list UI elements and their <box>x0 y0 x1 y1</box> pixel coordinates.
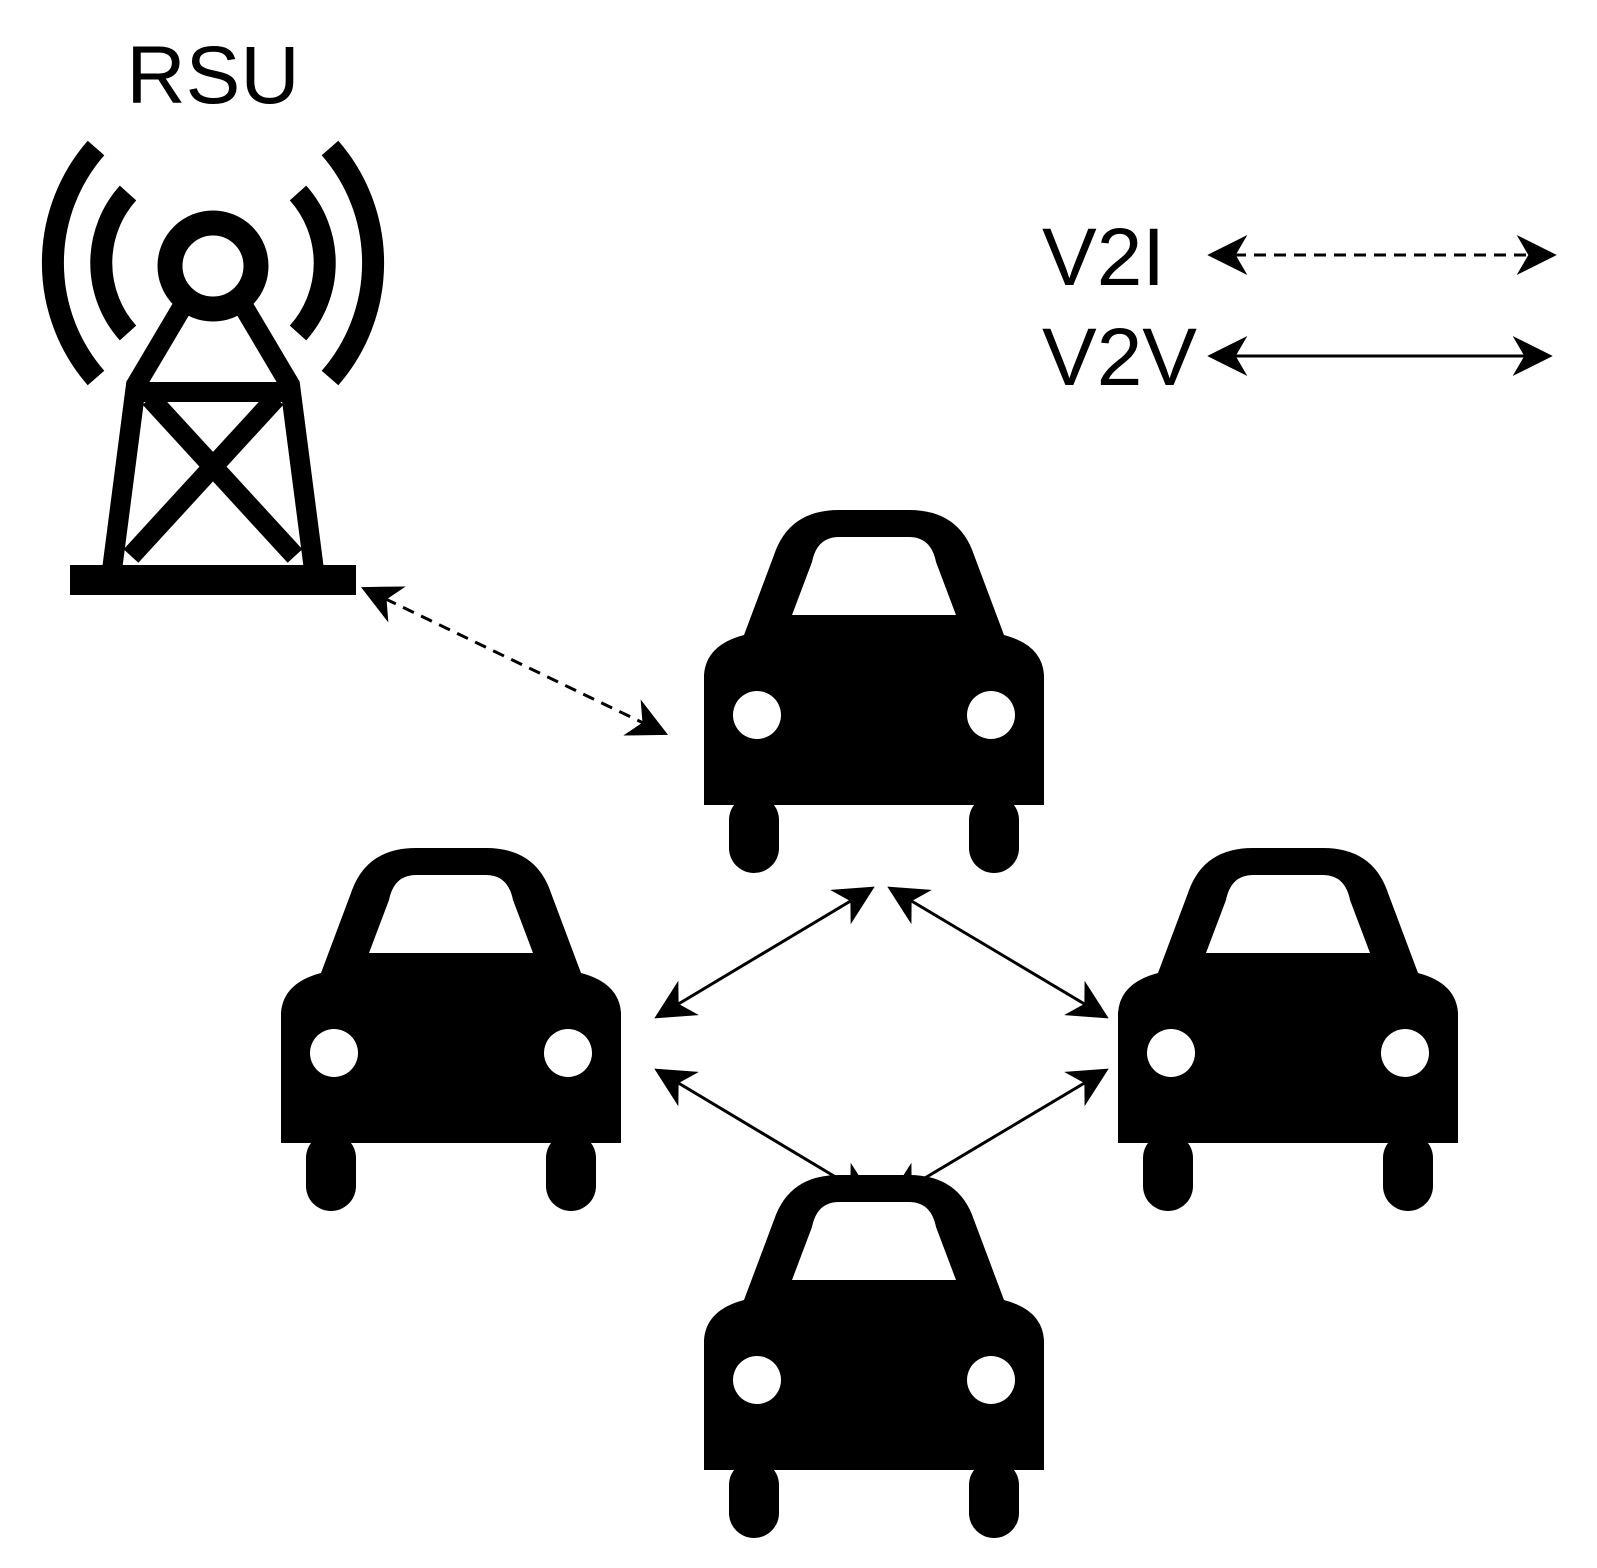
car-icon-top <box>704 510 1044 873</box>
rsu-label: RSU <box>126 30 299 121</box>
v2v-link-left-top <box>654 886 875 1019</box>
v2v-links <box>654 886 1109 1201</box>
car-icon-right <box>1118 848 1458 1211</box>
radio-tower-icon <box>41 140 385 595</box>
v2v-link-top-right <box>887 886 1109 1019</box>
car-icon-bottom <box>704 1175 1044 1538</box>
v2v-link-bottom-right <box>887 1068 1109 1201</box>
legend-v2i-label: V2I <box>1042 212 1165 303</box>
v2v-link-left-bottom <box>654 1068 875 1201</box>
v2i-link <box>360 586 669 736</box>
legend-v2v-label: V2V <box>1042 312 1197 403</box>
car-icon-left <box>281 848 621 1211</box>
legend: V2I V2V <box>1042 212 1557 403</box>
